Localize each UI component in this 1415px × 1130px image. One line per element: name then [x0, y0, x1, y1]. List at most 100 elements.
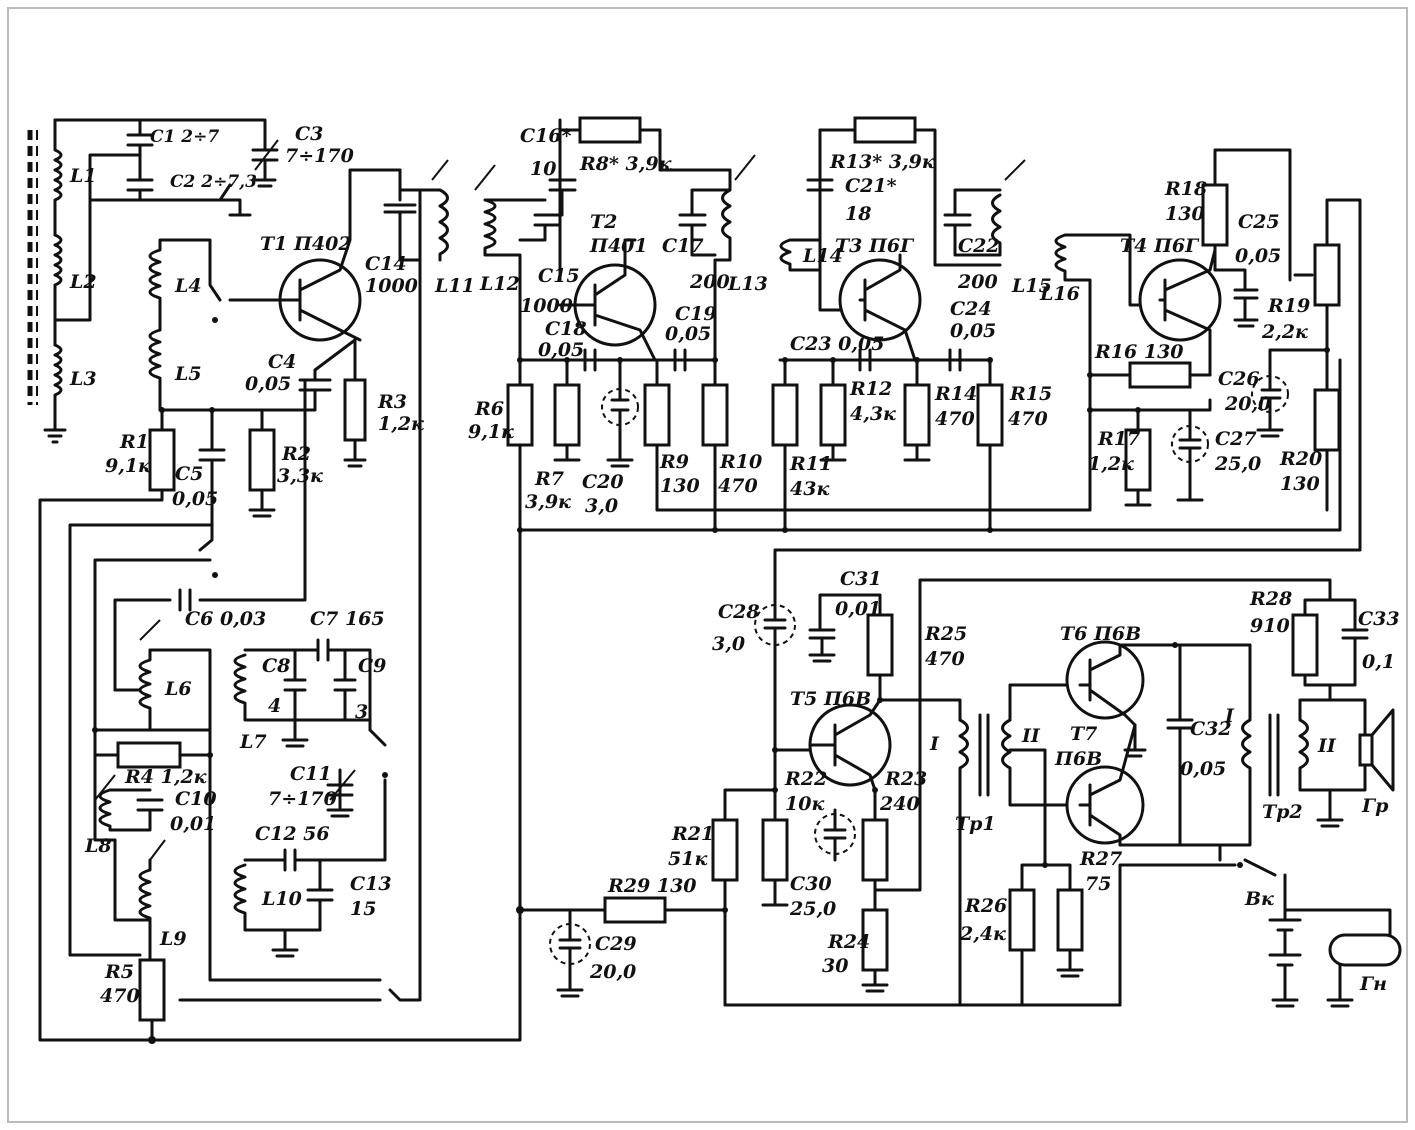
label-c2: C2 2÷7,3 — [170, 172, 257, 192]
label-c21-value: 18 — [845, 203, 871, 225]
label-c17-value: 200 — [689, 271, 730, 293]
label-c12: C12 56 — [255, 823, 330, 845]
label-t6: T6 П6В — [1060, 623, 1141, 645]
label-gr: Гр — [1361, 795, 1389, 817]
label-c4: C4 — [268, 351, 296, 373]
label-c30-value: 25,0 — [789, 898, 836, 920]
label-r3-value: 1,2к — [378, 413, 424, 435]
label-l12: L12 — [479, 273, 520, 295]
label-r11: R11 — [789, 453, 832, 475]
label-c25: C25 — [1238, 211, 1280, 233]
label-t7-type: П6В — [1054, 748, 1102, 770]
label-r14-value: 470 — [935, 408, 975, 430]
label-l8: L8 — [84, 835, 112, 857]
label-tp1-secondary: II — [1021, 725, 1041, 747]
label-c16: C16* — [520, 125, 572, 147]
label-r28: R28 — [1249, 588, 1292, 610]
label-bk: Вк — [1244, 888, 1274, 910]
label-tp2-primary: I — [1224, 705, 1235, 727]
label-c3: C3 — [295, 123, 323, 145]
audio-stage — [516, 578, 1402, 1008]
label-l6: L6 — [164, 678, 192, 700]
label-c15: C15 — [538, 265, 580, 287]
label-r3: R3 — [377, 391, 407, 413]
label-r21-value: 51к — [668, 848, 707, 870]
label-l15: L15 — [1011, 275, 1052, 297]
label-r27-value: 75 — [1085, 873, 1111, 895]
label-t2-type: П401 — [589, 235, 648, 257]
label-c5-value: 0,05 — [172, 488, 218, 510]
label-c11-value: 7÷170 — [268, 788, 337, 810]
image-border — [7, 7, 1408, 1123]
label-r4: R4 1,2к — [124, 766, 207, 788]
label-c20-value: 3,0 — [585, 495, 618, 517]
label-c4-value: 0,05 — [245, 373, 291, 395]
label-c10: C10 — [175, 788, 217, 810]
label-c17: C17 — [662, 235, 704, 257]
label-c9-value: 3 — [355, 701, 368, 723]
label-c9: C9 — [358, 655, 386, 677]
label-r17-value: 1,2к — [1088, 453, 1134, 475]
label-l4: L4 — [174, 275, 202, 297]
label-c23: C23 0,05 — [790, 333, 884, 355]
label-r19: R19 — [1267, 295, 1310, 317]
label-c1: C1 2÷7 — [150, 127, 219, 147]
label-r20-value: 130 — [1280, 473, 1320, 495]
label-c29-value: 20,0 — [589, 961, 636, 983]
label-t3: T3 П6Г — [835, 235, 915, 257]
label-c21: C21* — [845, 175, 897, 197]
label-r8: R8* 3,9к — [579, 153, 672, 175]
label-r13: R13* 3,9к — [829, 151, 935, 173]
label-c32: C32 — [1190, 718, 1232, 740]
label-l2: L2 — [69, 271, 97, 293]
label-c19-value: 0,05 — [665, 323, 711, 345]
label-r18: R18 — [1164, 178, 1207, 200]
label-tp2-secondary: II — [1317, 735, 1337, 757]
label-r2-value: 3,3к — [277, 465, 323, 487]
label-r5-value: 470 — [100, 985, 140, 1007]
label-r15-value: 470 — [1008, 408, 1048, 430]
label-c19: C19 — [675, 303, 717, 325]
label-c22-value: 200 — [957, 271, 998, 293]
label-c8: C8 — [262, 655, 290, 677]
label-r16: R16 130 — [1094, 341, 1184, 363]
label-r20: R20 — [1279, 448, 1322, 470]
label-c28-value: 3,0 — [712, 633, 745, 655]
label-c28: C28 — [718, 601, 760, 623]
label-r5: R5 — [104, 961, 134, 983]
label-r18-value: 130 — [1165, 203, 1205, 225]
label-c8-value: 4 — [268, 695, 281, 717]
if-stage-2 — [518, 116, 1342, 533]
label-c24-value: 0,05 — [950, 320, 996, 342]
label-c32-value: 0,05 — [1180, 758, 1226, 780]
label-c20: C20 — [582, 471, 624, 493]
label-c33-value: 0,1 — [1362, 651, 1395, 673]
label-l3: L3 — [69, 368, 97, 390]
label-l14: L14 — [802, 245, 843, 267]
label-c16-value: 10 — [530, 158, 556, 180]
label-l5: L5 — [174, 363, 202, 385]
label-c10-value: 0,01 — [170, 813, 216, 835]
label-r7-value: 3,9к — [525, 491, 571, 513]
detector-stage — [773, 148, 1362, 587]
label-c22: C22 — [958, 235, 1000, 257]
label-r27: R27 — [1079, 848, 1122, 870]
label-r25: R25 — [924, 623, 967, 645]
label-c15-value: 1000 — [520, 295, 573, 317]
label-t2: T2 — [590, 211, 617, 233]
label-c5: C5 — [175, 463, 203, 485]
label-r12-value: 4,3к — [850, 403, 896, 425]
label-c24: C24 — [950, 298, 992, 320]
label-l16: L16 — [1039, 283, 1080, 305]
label-r17: R17 — [1097, 428, 1140, 450]
label-t1: T1 П402 — [260, 233, 352, 255]
label-c13: C13 — [350, 873, 392, 895]
label-tp1-primary: I — [929, 733, 940, 755]
label-r10-value: 470 — [718, 475, 758, 497]
label-c29: C29 — [595, 933, 637, 955]
label-r28-value: 910 — [1250, 615, 1290, 637]
label-c6: C6 0,03 — [185, 608, 266, 630]
label-l1: L1 — [69, 165, 97, 187]
label-r23: R23 — [884, 768, 927, 790]
